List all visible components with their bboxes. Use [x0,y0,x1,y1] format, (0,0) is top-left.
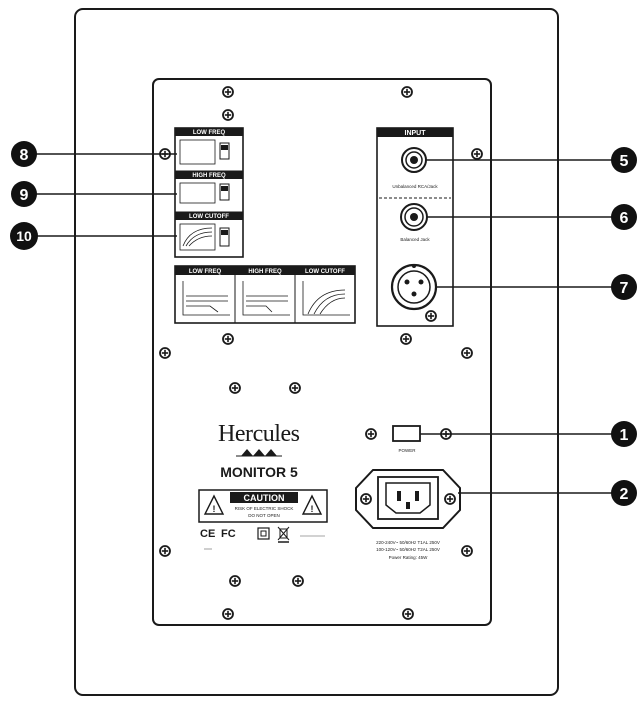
svg-text:2: 2 [620,486,629,503]
dip-high-freq-switch[interactable] [219,183,230,201]
unbalanced-jack[interactable] [401,147,427,173]
brand-logo: Hercules [218,421,300,447]
dip-low-freq-switch[interactable] [219,142,230,160]
frequency-graph-panel: LOW FREQ HIGH FREQ LOW CUTOFF [174,265,356,324]
caution-title: CAUTION [244,493,285,503]
power-rating-1: 220-240V~ 50/60Hz T1AL 250V [376,540,440,545]
power-rating-3: Power Rating: 45W [389,555,429,560]
callout-2: 2 [611,480,637,506]
dip-low-freq-label: LOW FREQ [193,130,226,136]
svg-text:8: 8 [20,147,29,164]
svg-text:9: 9 [20,187,29,204]
brand-triangles [236,449,282,457]
certification-marks: CE FC [200,526,325,550]
svg-text:1: 1 [620,427,629,444]
dip-high-freq-graph [179,182,216,204]
callout-6: 6 [611,204,637,230]
fc-mark: FC [221,528,236,540]
power-rating-2: 100-120V~ 50/60Hz T2AL 250V [376,547,440,552]
callout-10: 10 [10,222,38,250]
svg-text:10: 10 [16,228,32,244]
power-switch-label: POWER [398,448,416,453]
power-switch[interactable] [392,425,421,442]
callout-7: 7 [611,274,637,300]
caution-label: ! ! CAUTION RISK OF ELECTRIC SHOCK DO NO… [198,489,328,523]
dip-low-freq-graph [179,139,216,165]
svg-text:!: ! [213,504,216,514]
weee-bin-icon [277,526,290,543]
graph-high-freq-label: HIGH FREQ [248,269,282,275]
graph-low-cutoff-label: LOW CUTOFF [305,269,345,275]
svg-text:6: 6 [620,210,629,227]
input-panel: INPUT Unbalanced RCA/Jack Balanced Jack [376,127,454,327]
caution-text-2: DO NOT OPEN [248,513,279,518]
ce-mark: CE [200,528,215,540]
xlr-input[interactable] [390,263,438,322]
svg-text:!: ! [311,504,314,514]
balanced-jack[interactable] [400,203,428,231]
callout-1: 1 [611,421,637,447]
callout-9: 9 [11,181,37,207]
dip-switch-block: LOW FREQ HIGH FREQ LOW CUTOFF [174,127,244,258]
callout-8: 8 [11,141,37,167]
model-name: MONITOR 5 [220,464,298,480]
balanced-jack-label: Balanced Jack [400,237,430,242]
dip-low-cutoff-label: LOW CUTOFF [189,214,229,220]
dip-high-freq-label: HIGH FREQ [192,173,226,179]
unbalanced-jack-label: Unbalanced RCA/Jack [392,184,438,189]
dip-low-cutoff-switch[interactable] [219,227,230,247]
input-title: INPUT [405,130,427,137]
svg-text:7: 7 [620,280,629,297]
svg-text:5: 5 [620,153,629,170]
leader-lines [36,153,614,494]
graph-low-freq-label: LOW FREQ [189,269,222,275]
caution-text-1: RISK OF ELECTRIC SHOCK [235,506,294,511]
power-inlet[interactable] [355,469,461,529]
callout-5: 5 [611,147,637,173]
dip-low-cutoff-graph [179,223,216,251]
